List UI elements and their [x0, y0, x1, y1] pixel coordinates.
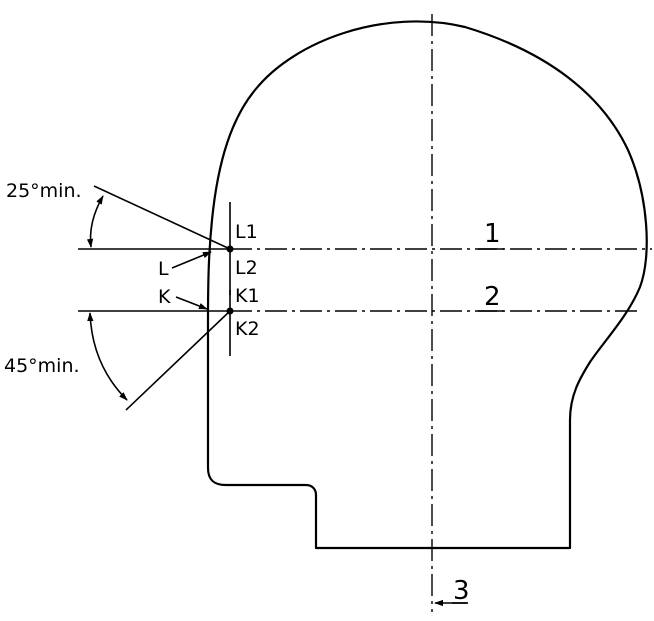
L-leader-arrow	[171, 251, 212, 269]
angle-45-arc	[87, 312, 128, 401]
L1-label: L1	[235, 221, 258, 243]
head-outline	[206, 20, 648, 550]
K1-label: K1	[235, 285, 260, 307]
angle-25-line	[93, 185, 231, 250]
point-K-label: K	[158, 286, 171, 308]
K-leader-arrow	[175, 296, 208, 310]
point-L-dot	[226, 245, 234, 253]
ref-2-label: 2	[484, 282, 501, 312]
L2-label: L2	[235, 257, 258, 279]
angle-45-label: 45°min.	[4, 355, 80, 377]
point-K-dot	[226, 307, 234, 315]
K2-label: K2	[235, 318, 260, 340]
angle-45-line	[125, 310, 231, 411]
point-L-label: L	[158, 258, 169, 280]
ref-1-label: 1	[484, 219, 501, 249]
angle-25-label: 25°min.	[6, 180, 82, 202]
angle-25-arc	[86, 195, 104, 248]
ref-3-label: 3	[453, 576, 470, 606]
